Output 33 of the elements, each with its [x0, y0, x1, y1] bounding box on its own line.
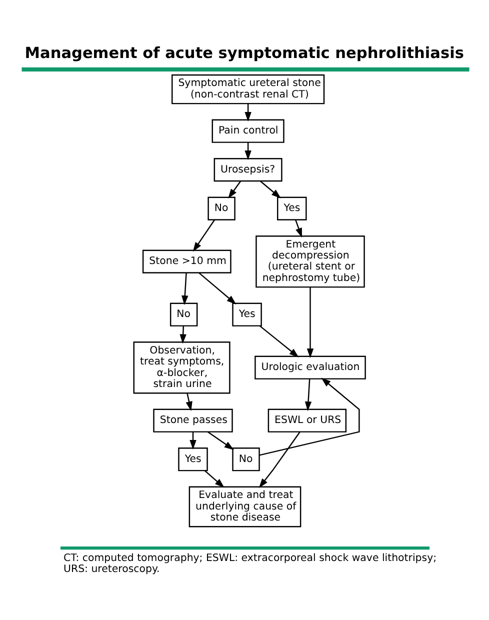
- node-box: No: [169, 302, 198, 326]
- arrow: [260, 180, 280, 198]
- arrow: [258, 325, 298, 358]
- node-box: Emergent decompression (ureteral stent or nephrostomy tube): [255, 235, 364, 288]
- arrow: [179, 326, 186, 344]
- node-box: Symptomatic ureteral stone (non-contrast renal CT): [171, 74, 324, 104]
- arrow: [294, 220, 302, 238]
- arrow: [258, 432, 300, 488]
- arrow: [198, 272, 236, 304]
- arrow: [228, 180, 241, 198]
- arrow: [181, 272, 188, 306]
- node-box: No: [232, 448, 260, 472]
- node-box: Pain control: [211, 119, 284, 143]
- node-box: Urosepsis?: [213, 158, 282, 182]
- node-box: No: [207, 196, 235, 220]
- node-box: Yes: [232, 302, 262, 326]
- node-box: ESWL or URS: [267, 408, 346, 432]
- node-box: Urologic evaluation: [254, 356, 366, 380]
- node-box: Stone >10 mm: [142, 250, 231, 274]
- node-box: Yes: [178, 448, 208, 472]
- node-box: Evaluate and treat underlying cause of stone disease: [188, 486, 301, 528]
- arrow: [258, 378, 360, 456]
- caption: CT: computed tomography; ESWL: extracorporeal shock wave lithotripsy; URS: ureteroscopy.: [63, 552, 436, 575]
- diagram-title: Management of acute symptomatic nephrolithiasis: [24, 44, 464, 62]
- arrow: [204, 470, 224, 488]
- arrow: [206, 431, 234, 450]
- arrow: [306, 287, 314, 358]
- arrow: [185, 393, 192, 412]
- node-box: Observation, treat symptoms, α-blocker, strain urine: [132, 342, 230, 394]
- arrow: [304, 378, 312, 412]
- node-box: Yes: [276, 196, 306, 220]
- node-box: Stone passes: [152, 408, 232, 432]
- arrow: [192, 220, 215, 252]
